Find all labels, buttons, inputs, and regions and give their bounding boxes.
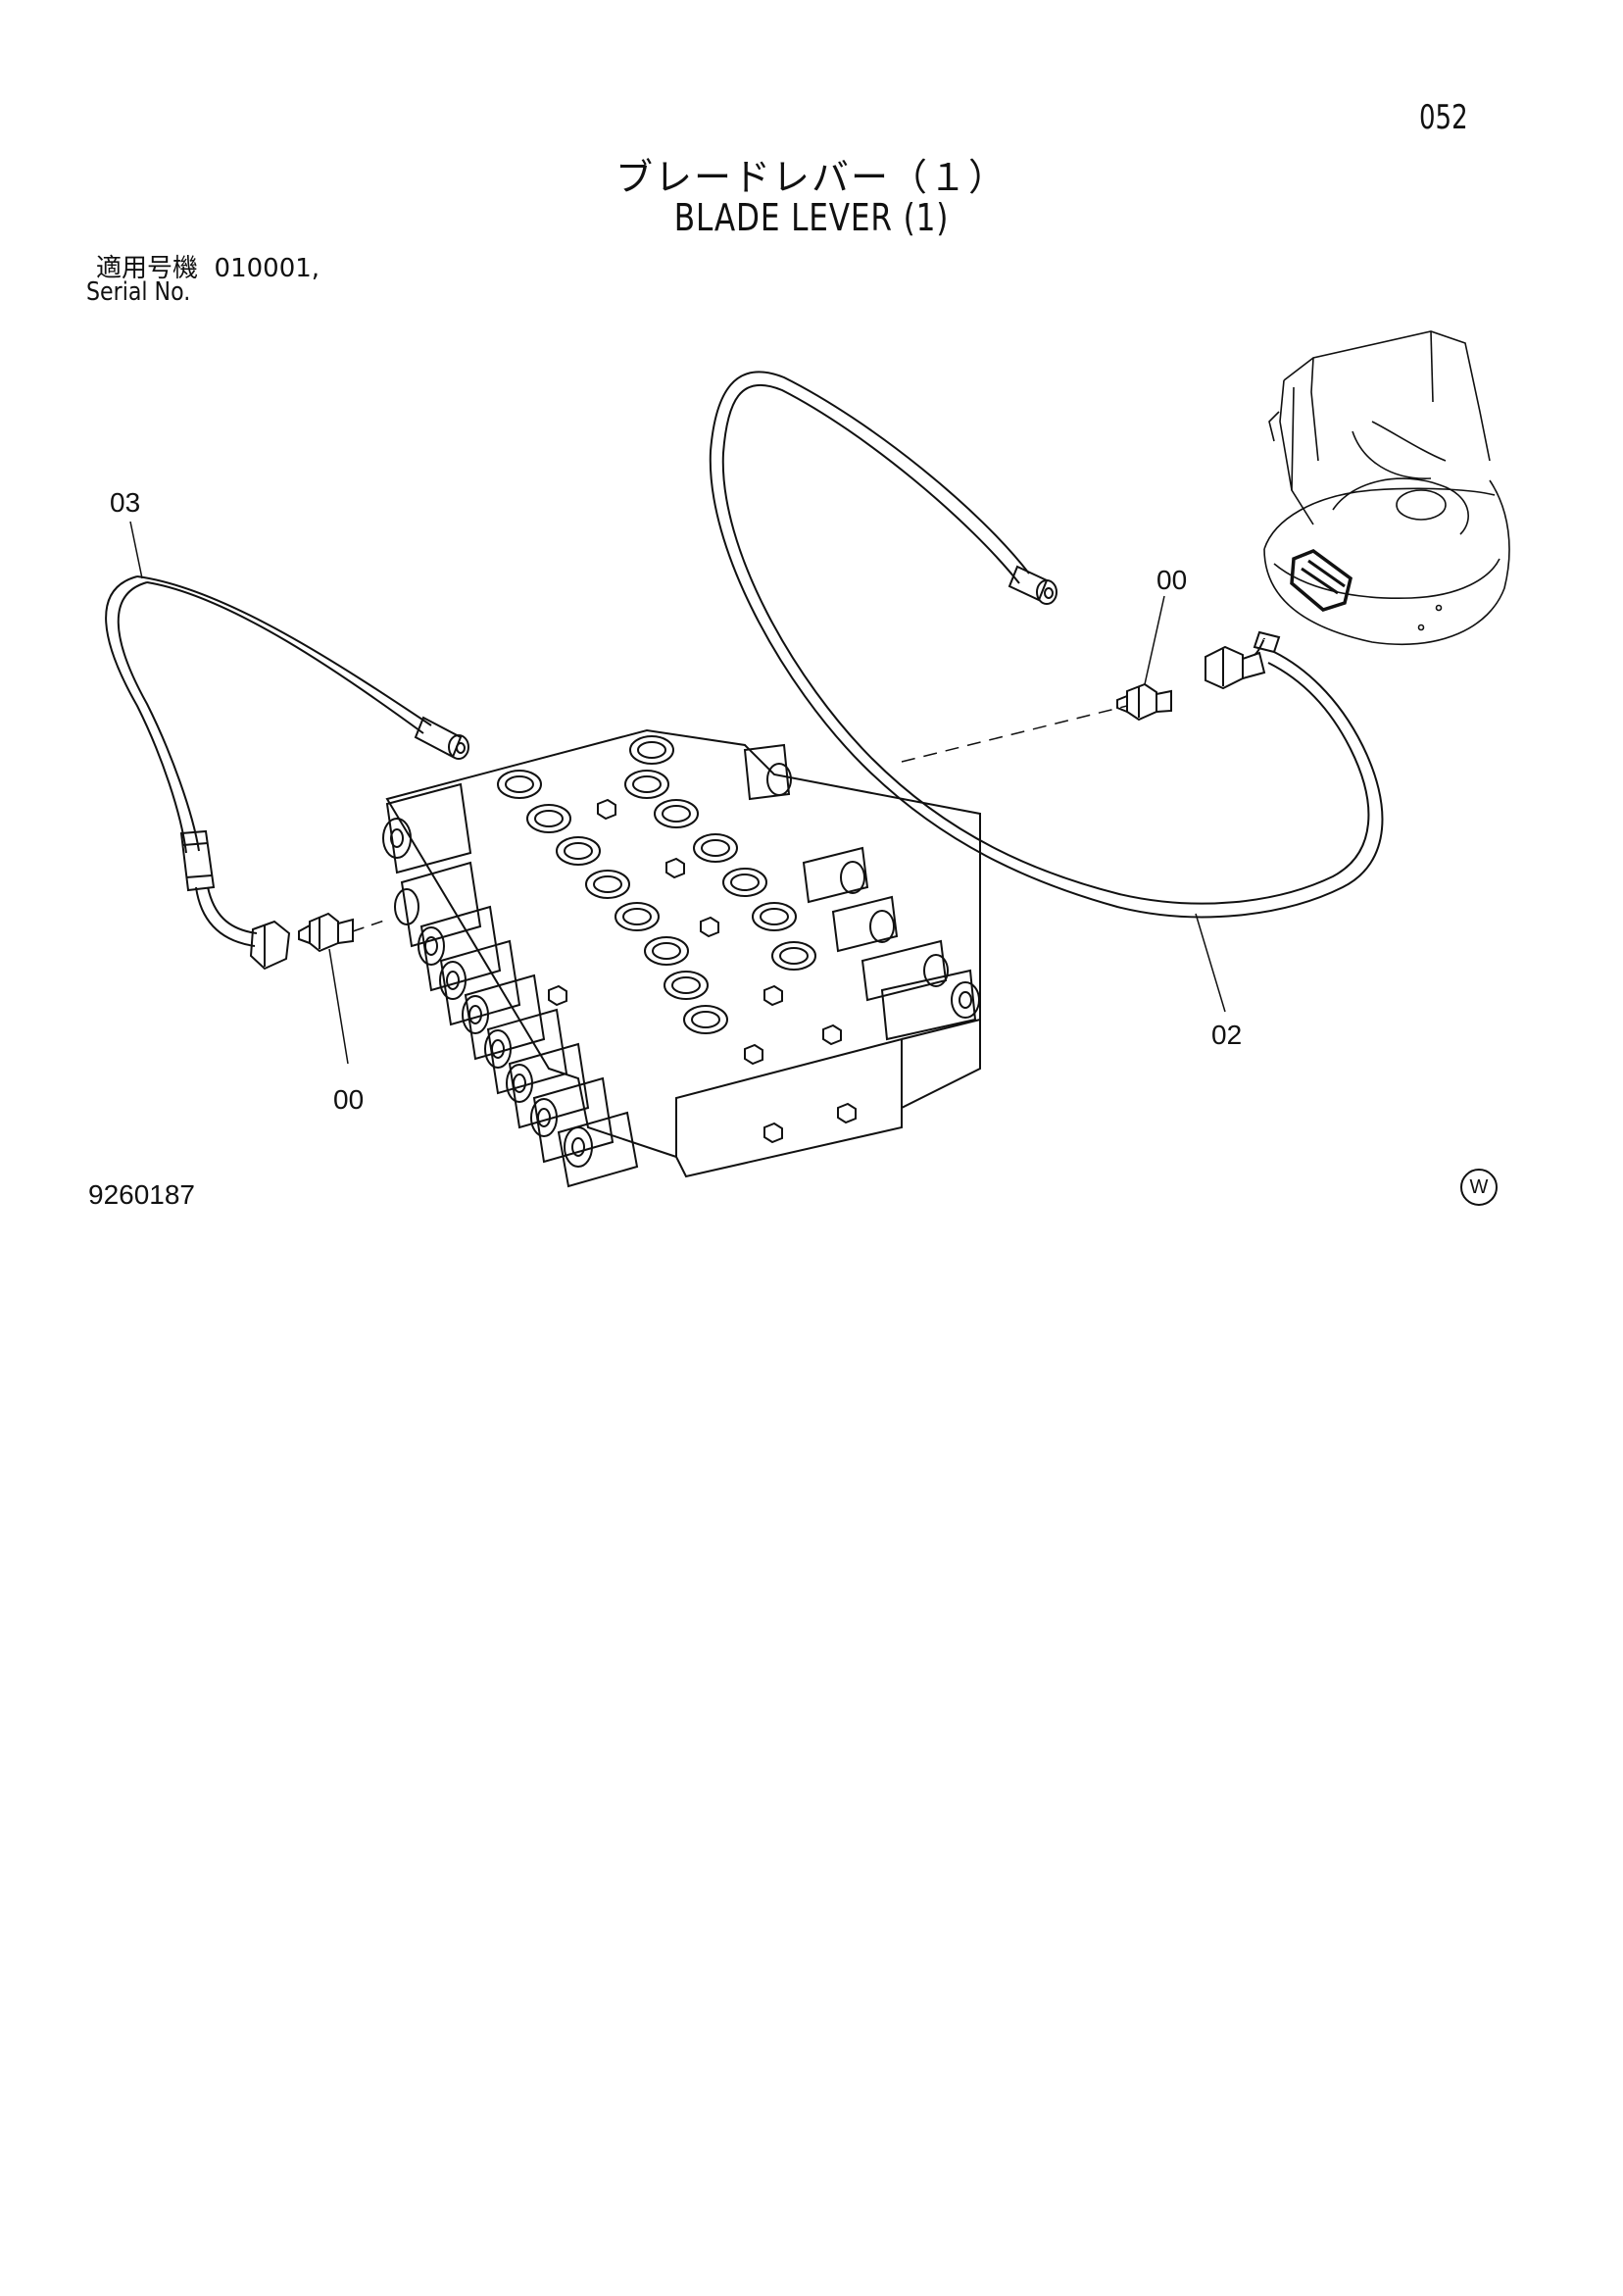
- page-title-japanese: ブレードレバー（１）: [615, 156, 1008, 199]
- figure-id: 9260187: [88, 1179, 196, 1210]
- callout-03: 03: [110, 487, 141, 518]
- fitting-left: [298, 912, 354, 953]
- page-title-english: BLADE LEVER (1): [673, 196, 950, 239]
- callout-02: 02: [1211, 1020, 1243, 1050]
- serial-label-english: Serial No.: [86, 277, 191, 307]
- w-mark-icon: W: [1460, 1169, 1498, 1206]
- serial-label-japanese: 適用号機: [96, 254, 199, 283]
- fitting-right: [1116, 682, 1172, 722]
- leader-00-left: [328, 948, 349, 1065]
- control-valve-block: [382, 728, 981, 1188]
- callout-00-left: 00: [333, 1084, 365, 1115]
- page-number: 052: [1419, 98, 1468, 137]
- callout-00-right: 00: [1156, 565, 1188, 595]
- leader-00-right: [1144, 595, 1165, 685]
- leader-02: [1195, 913, 1226, 1013]
- serial-number-line: 適用号機 010001,: [96, 248, 320, 284]
- serial-value: 010001,: [214, 254, 320, 283]
- leader-03: [129, 521, 143, 579]
- hose-03: [105, 575, 469, 971]
- hose-02: [709, 371, 1384, 919]
- machine-cab-illustration: [1263, 330, 1510, 646]
